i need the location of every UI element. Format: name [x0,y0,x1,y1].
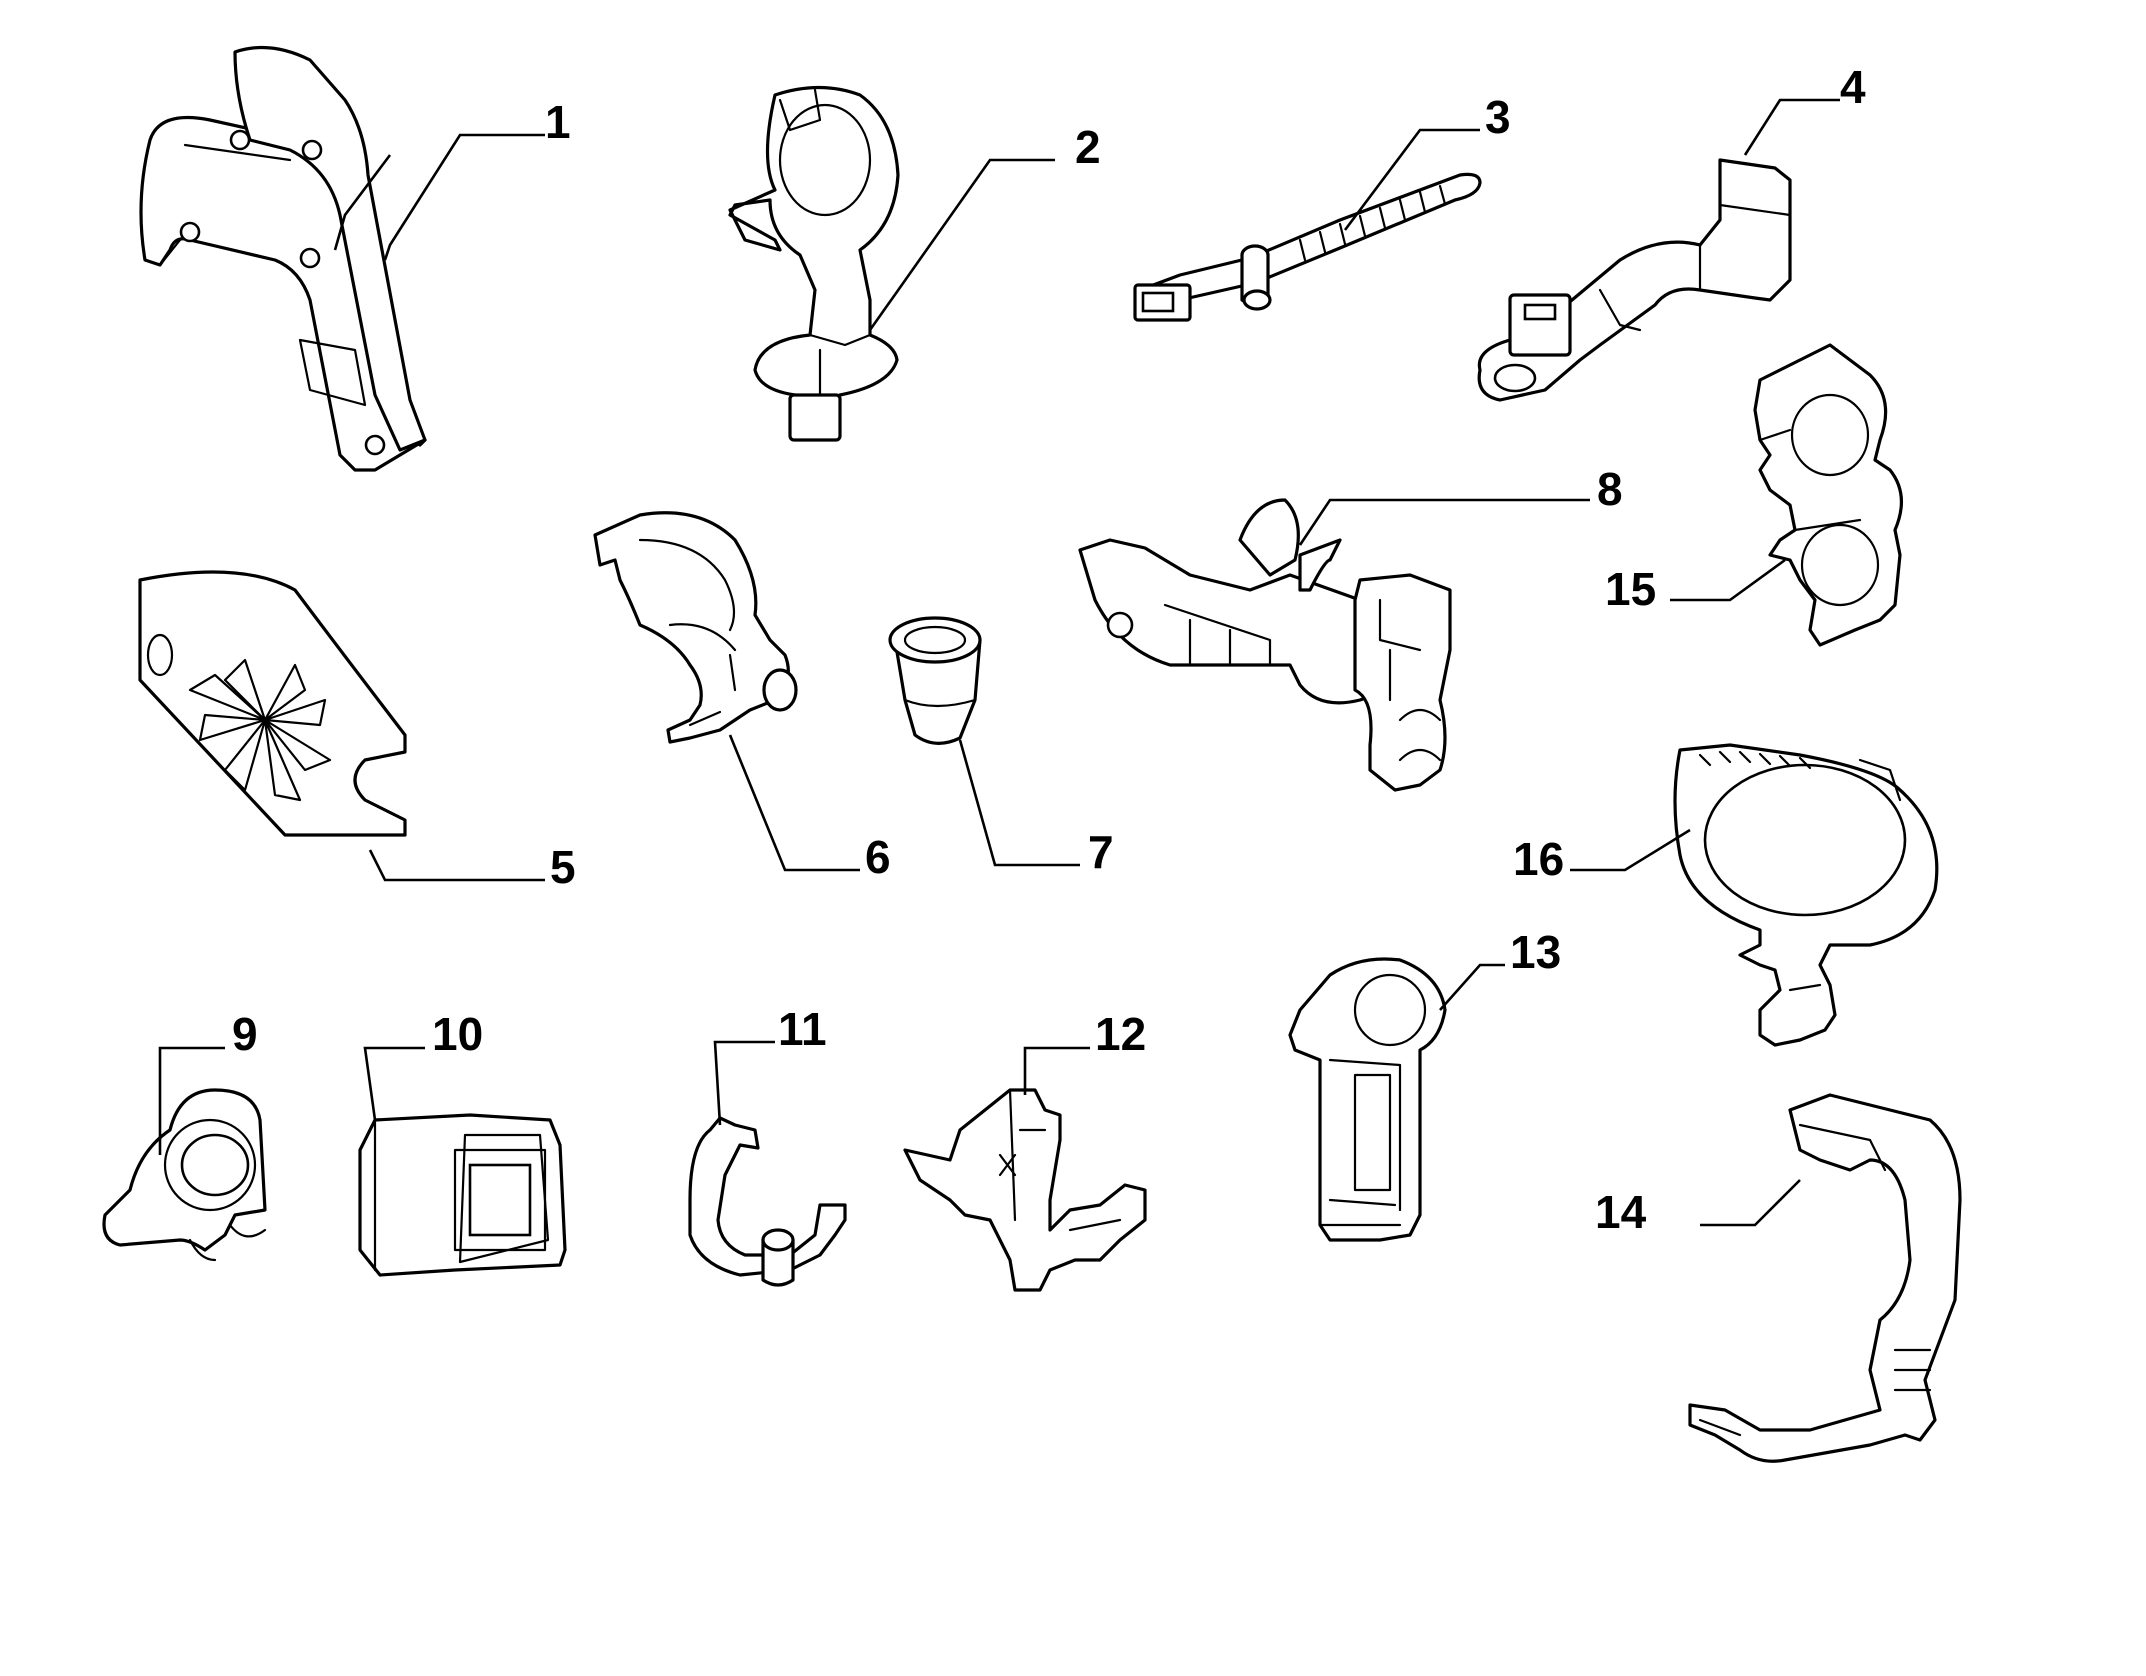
part-2-pipe-clip-foot[interactable] [728,85,900,442]
part-1-metal-bracket[interactable] [139,45,427,472]
part-14-large-strap[interactable] [1688,1093,1962,1463]
leader-5 [368,849,545,882]
callout-1: 1 [545,96,571,148]
part-11-wire-clip[interactable] [688,1116,847,1287]
callout-labels: 1 2 3 4 5 6 7 8 9 10 11 12 13 14 15 16 [232,61,1866,1238]
callout-7: 7 [1088,826,1114,878]
leader-10 [363,1046,425,1121]
part-3-cable-tie[interactable] [1133,172,1482,322]
callout-11: 11 [778,1003,827,1055]
leader-4 [1743,98,1840,156]
part-7-bush[interactable] [888,616,982,745]
callout-12: 12 [1095,1008,1146,1060]
part-4-eyelet-clip[interactable] [1477,158,1792,402]
callout-13: 13 [1510,926,1561,978]
callout-9: 9 [232,1008,258,1060]
leader-2 [868,158,1055,331]
part-10-square-grommet[interactable] [358,1113,567,1277]
leader-13 [1439,963,1505,1011]
leader-9 [158,1046,225,1155]
callout-2: 2 [1075,121,1101,173]
part-12-branched-holder[interactable] [903,1088,1147,1292]
leader-15 [1670,558,1786,602]
leader-6 [728,734,860,872]
part-5-grommet-plate[interactable] [138,570,407,837]
leader-8 [1298,498,1590,546]
leader-16 [1570,828,1691,872]
leader-12 [1023,1046,1090,1095]
callout-15: 15 [1605,563,1656,615]
leader-3 [1343,128,1480,231]
leader-11 [713,1040,775,1126]
part-13-tall-clip[interactable] [1288,957,1447,1242]
part-9-ring-clip[interactable] [102,1088,267,1262]
part-8-multi-holder[interactable] [1078,498,1452,792]
callout-16: 16 [1513,833,1564,885]
part-6-saddle-clip[interactable] [593,511,798,744]
callout-10: 10 [432,1008,483,1060]
callout-6: 6 [865,831,891,883]
leader-1 [333,133,545,261]
callout-5: 5 [550,841,576,893]
callout-3: 3 [1485,91,1511,143]
part-16-band-clip[interactable] [1673,743,1939,1047]
part-15-double-clip[interactable] [1753,343,1904,647]
leader-14 [1700,1179,1801,1227]
callout-8: 8 [1597,463,1623,515]
callout-4: 4 [1840,61,1866,113]
leader-lines [158,98,1840,1227]
leader-7 [958,739,1080,867]
callout-14: 14 [1595,1186,1647,1238]
